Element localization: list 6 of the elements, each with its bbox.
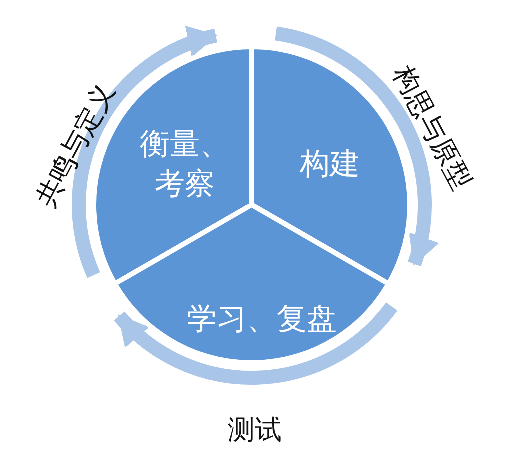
stage-label: 共鸣与定义 (29, 77, 122, 214)
stage-label: 构思与原型 (385, 60, 478, 196)
sector-label: 衡量、考察 (139, 126, 231, 204)
sector-label: 构建 (299, 146, 361, 184)
sector-label: 学习、复盘 (186, 301, 338, 339)
stage-label: 测试 (228, 414, 282, 448)
